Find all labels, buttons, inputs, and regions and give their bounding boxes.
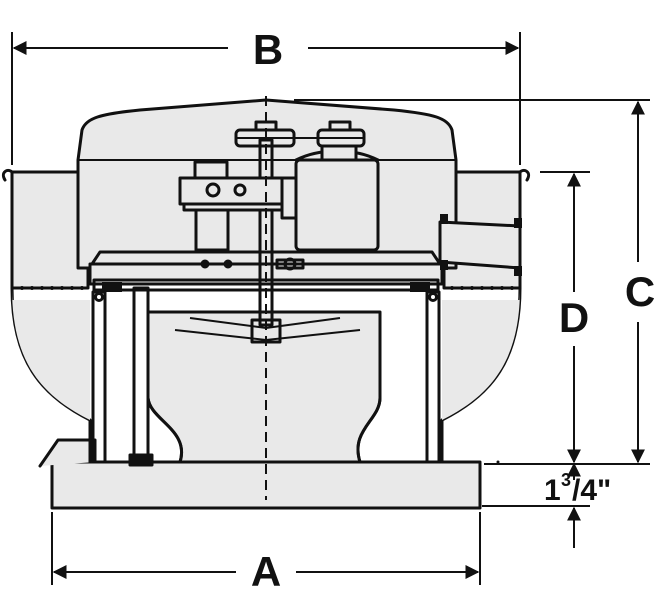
label-base-height-whole: 1 — [544, 474, 561, 507]
motor — [280, 149, 380, 252]
dimension-base-height — [482, 462, 590, 548]
label-base-height: 1 3 /4" — [544, 470, 611, 507]
label-a: A — [251, 548, 281, 595]
dimension-a — [51, 512, 481, 585]
label-b: B — [253, 26, 283, 73]
label-d: D — [559, 294, 589, 341]
side-box — [438, 214, 522, 276]
label-c: C — [625, 268, 655, 315]
perforation-dots-right — [450, 286, 514, 290]
label-base-height-denominator: /4" — [572, 474, 611, 507]
bearing-bracket — [178, 160, 292, 252]
dimension-b — [11, 32, 521, 165]
label-base-height-numerator: 3 — [561, 470, 571, 490]
dimension-d — [540, 171, 590, 464]
perforation-dots-left — [20, 286, 84, 290]
fan-wheel — [146, 310, 382, 464]
